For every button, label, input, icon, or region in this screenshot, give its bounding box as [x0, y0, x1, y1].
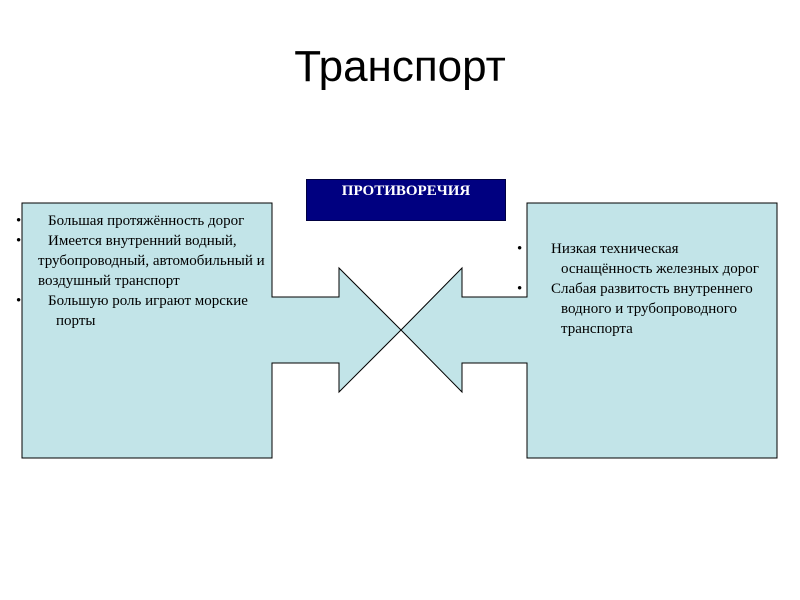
list-item: •Низкая техническая оснащённость железны… [517, 241, 759, 277]
list-item: •Имеется внутренний водный, [16, 233, 237, 249]
left-arrow-box [21, 202, 402, 459]
bullet-icon: • [16, 213, 22, 229]
right-bullet-list: •Низкая техническая оснащённость железны… [517, 239, 773, 339]
slide-title: Транспорт [294, 42, 506, 91]
bullet-icon: • [517, 281, 523, 297]
list-item: трубопроводный, автомобильный и воздушны… [38, 253, 265, 289]
right-box-text: •Низкая техническая оснащённость железны… [517, 239, 773, 339]
list-item: •Слабая развитость внутреннего водного и… [517, 281, 753, 337]
right-arrow-box [400, 202, 778, 459]
list-item: •Большую роль играют морские порты [16, 293, 248, 329]
bullet-icon: • [517, 241, 523, 257]
list-item: •Большая протяжённость дорог [16, 213, 245, 229]
bullet-icon: • [16, 233, 22, 249]
bullet-icon: • [16, 293, 22, 309]
contradictions-label: ПРОТИВОРЕЧИЯ [306, 179, 506, 221]
left-bullet-list: •Большая протяжённость дорог •Имеется вн… [16, 211, 268, 331]
left-box-text: •Большая протяжённость дорог •Имеется вн… [16, 211, 268, 331]
